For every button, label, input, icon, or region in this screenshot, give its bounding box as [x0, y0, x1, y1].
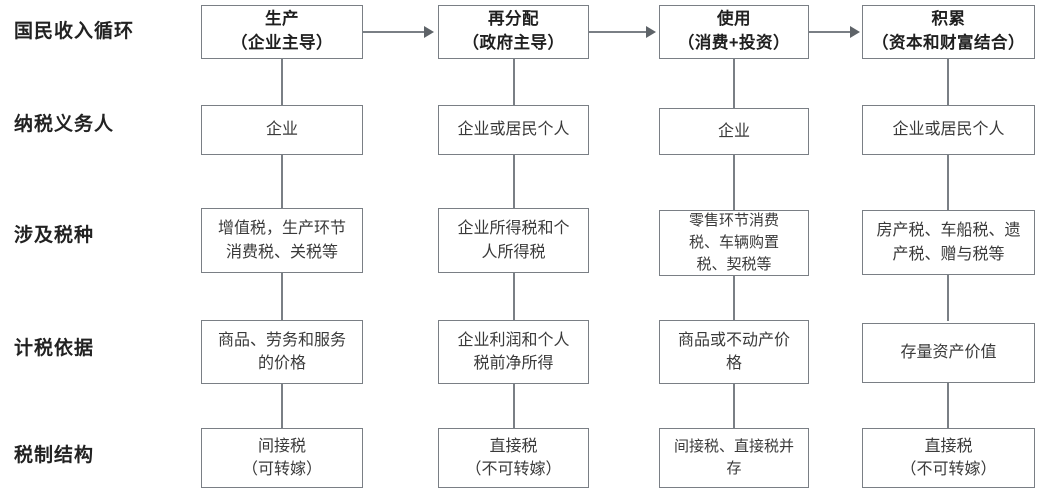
- tax-types-box-accumulation[interactable]: 房产税、车船税、遗 产税、赠与税等: [862, 210, 1035, 275]
- tax-basis-line: 企业利润和个人: [457, 331, 570, 349]
- stage-subtitle-redistribution: （政府主导）: [462, 34, 565, 52]
- connector-col2-basis-to-structure: [513, 383, 515, 429]
- taxpayer-text-production: 企业: [265, 121, 298, 139]
- tax-structure-box-accumulation[interactable]: 直接税 （不可转嫁）: [862, 428, 1035, 488]
- connector-col1-basis-to-structure: [281, 383, 283, 429]
- stage-box-use[interactable]: 使用 （消费+投资）: [659, 5, 809, 59]
- tax-structure-line: （可转嫁）: [241, 461, 322, 478]
- tax-types-line: 人所得税: [481, 243, 546, 261]
- stage-title-accumulation: 积累: [931, 10, 966, 29]
- connector-col4-basis-to-structure: [947, 383, 949, 429]
- tax-structure-box-redistribution[interactable]: 直接税 （不可转嫁）: [438, 428, 589, 488]
- stage-box-production[interactable]: 生产 （企业主导）: [201, 5, 363, 59]
- connector-col1-head-to-taxpayer: [281, 58, 283, 107]
- tax-basis-line: 商品、劳务和服务: [217, 331, 346, 349]
- tax-types-line: 税、契税等: [696, 255, 772, 273]
- stage-subtitle-use: （消费+投资）: [677, 34, 791, 52]
- stage-title-redistribution: 再分配: [488, 10, 539, 29]
- tax-types-line: 产税、赠与税等: [892, 245, 1005, 263]
- connector-col2-taxpayer-to-types: [513, 154, 515, 209]
- stage-box-accumulation[interactable]: 积累 （资本和财富结合）: [862, 5, 1035, 59]
- connector-col4-taxpayer-to-types: [947, 154, 949, 210]
- stage-box-redistribution[interactable]: 再分配 （政府主导）: [438, 5, 589, 59]
- tax-structure-line: 间接税: [257, 437, 306, 455]
- taxpayer-text-use: 企业: [717, 122, 750, 140]
- stage-title-production: 生产: [265, 10, 299, 29]
- tax-structure-box-use[interactable]: 间接税、直接税并 存: [659, 428, 809, 488]
- stage-title-use: 使用: [717, 10, 751, 29]
- row-label-national-income-cycle: 国民收入循环: [14, 21, 135, 42]
- taxpayer-box-redistribution[interactable]: 企业或居民个人: [438, 105, 589, 155]
- flow-arrow-line-redistribution-to-use: [589, 31, 647, 33]
- row-label-tax-structure: 税制结构: [14, 445, 95, 466]
- row-label-taxpayer: 纳税义务人: [14, 114, 115, 135]
- tax-types-box-redistribution[interactable]: 企业所得税和个 人所得税: [438, 208, 589, 273]
- tax-structure-line: 存: [726, 460, 742, 477]
- tax-basis-box-use[interactable]: 商品或不动产价 格: [659, 320, 809, 384]
- row-label-tax-types: 涉及税种: [14, 225, 95, 246]
- tax-basis-box-redistribution[interactable]: 企业利润和个人 税前净所得: [438, 320, 589, 384]
- tax-types-line: 税、车辆购置: [688, 234, 779, 252]
- tax-types-line: 房产税、车船税、遗: [876, 222, 1021, 240]
- taxpayer-box-use[interactable]: 企业: [659, 108, 809, 155]
- connector-col3-basis-to-structure: [733, 383, 735, 429]
- row-label-tax-basis: 计税依据: [14, 338, 95, 359]
- connector-col1-taxpayer-to-types: [281, 154, 283, 209]
- tax-structure-box-production[interactable]: 间接税 （可转嫁）: [201, 428, 363, 488]
- taxpayer-text-redistribution: 企业或居民个人: [457, 121, 570, 139]
- tax-structure-line: （不可转嫁）: [900, 461, 997, 478]
- taxpayer-text-accumulation: 企业或居民个人: [892, 121, 1005, 139]
- tax-structure-line: 直接税: [924, 437, 973, 455]
- stage-subtitle-accumulation: （资本和财富结合）: [872, 34, 1025, 52]
- tax-types-line: 消费税、关税等: [225, 243, 338, 261]
- tax-structure-line: （不可转嫁）: [465, 461, 562, 478]
- taxpayer-box-accumulation[interactable]: 企业或居民个人: [862, 105, 1035, 155]
- connector-col2-types-to-basis: [513, 272, 515, 321]
- tax-basis-box-accumulation[interactable]: 存量资产价值: [862, 323, 1035, 383]
- connector-col2-head-to-taxpayer: [513, 58, 515, 107]
- connector-col4-head-to-taxpayer: [947, 58, 949, 107]
- flow-arrowhead-production-to-redistribution: [424, 26, 434, 38]
- flow-arrow-line-production-to-redistribution: [363, 31, 425, 33]
- connector-col3-types-to-basis: [733, 275, 735, 321]
- tax-types-box-use[interactable]: 零售环节消费 税、车辆购置 税、契税等: [659, 210, 809, 276]
- tax-basis-line: 税前净所得: [473, 355, 554, 372]
- connector-col4-types-to-basis: [947, 275, 949, 321]
- connector-col1-types-to-basis: [281, 272, 283, 321]
- connector-col3-taxpayer-to-types: [733, 154, 735, 210]
- flow-arrowhead-use-to-accumulation: [850, 26, 860, 38]
- tax-basis-line: 存量资产价值: [900, 344, 997, 362]
- tax-structure-line: 直接税: [489, 437, 538, 455]
- flow-arrowhead-redistribution-to-use: [646, 26, 656, 38]
- tax-basis-line: 格: [725, 355, 742, 372]
- taxpayer-box-production[interactable]: 企业: [201, 105, 363, 155]
- tax-types-line: 增值税，生产环节: [217, 220, 346, 238]
- tax-types-line: 企业所得税和个: [457, 220, 570, 238]
- tax-types-box-production[interactable]: 增值税，生产环节 消费税、关税等: [201, 208, 363, 273]
- tax-structure-line: 间接税、直接税并: [673, 438, 794, 456]
- tax-basis-line: 商品或不动产价: [677, 331, 790, 349]
- flow-arrow-line-use-to-accumulation: [809, 31, 851, 33]
- stage-subtitle-production: （企业主导）: [231, 34, 333, 52]
- tax-basis-line: 的价格: [257, 355, 306, 372]
- tax-types-line: 零售环节消费: [688, 212, 779, 230]
- tax-basis-box-production[interactable]: 商品、劳务和服务 的价格: [201, 320, 363, 384]
- connector-col3-head-to-taxpayer: [733, 58, 735, 110]
